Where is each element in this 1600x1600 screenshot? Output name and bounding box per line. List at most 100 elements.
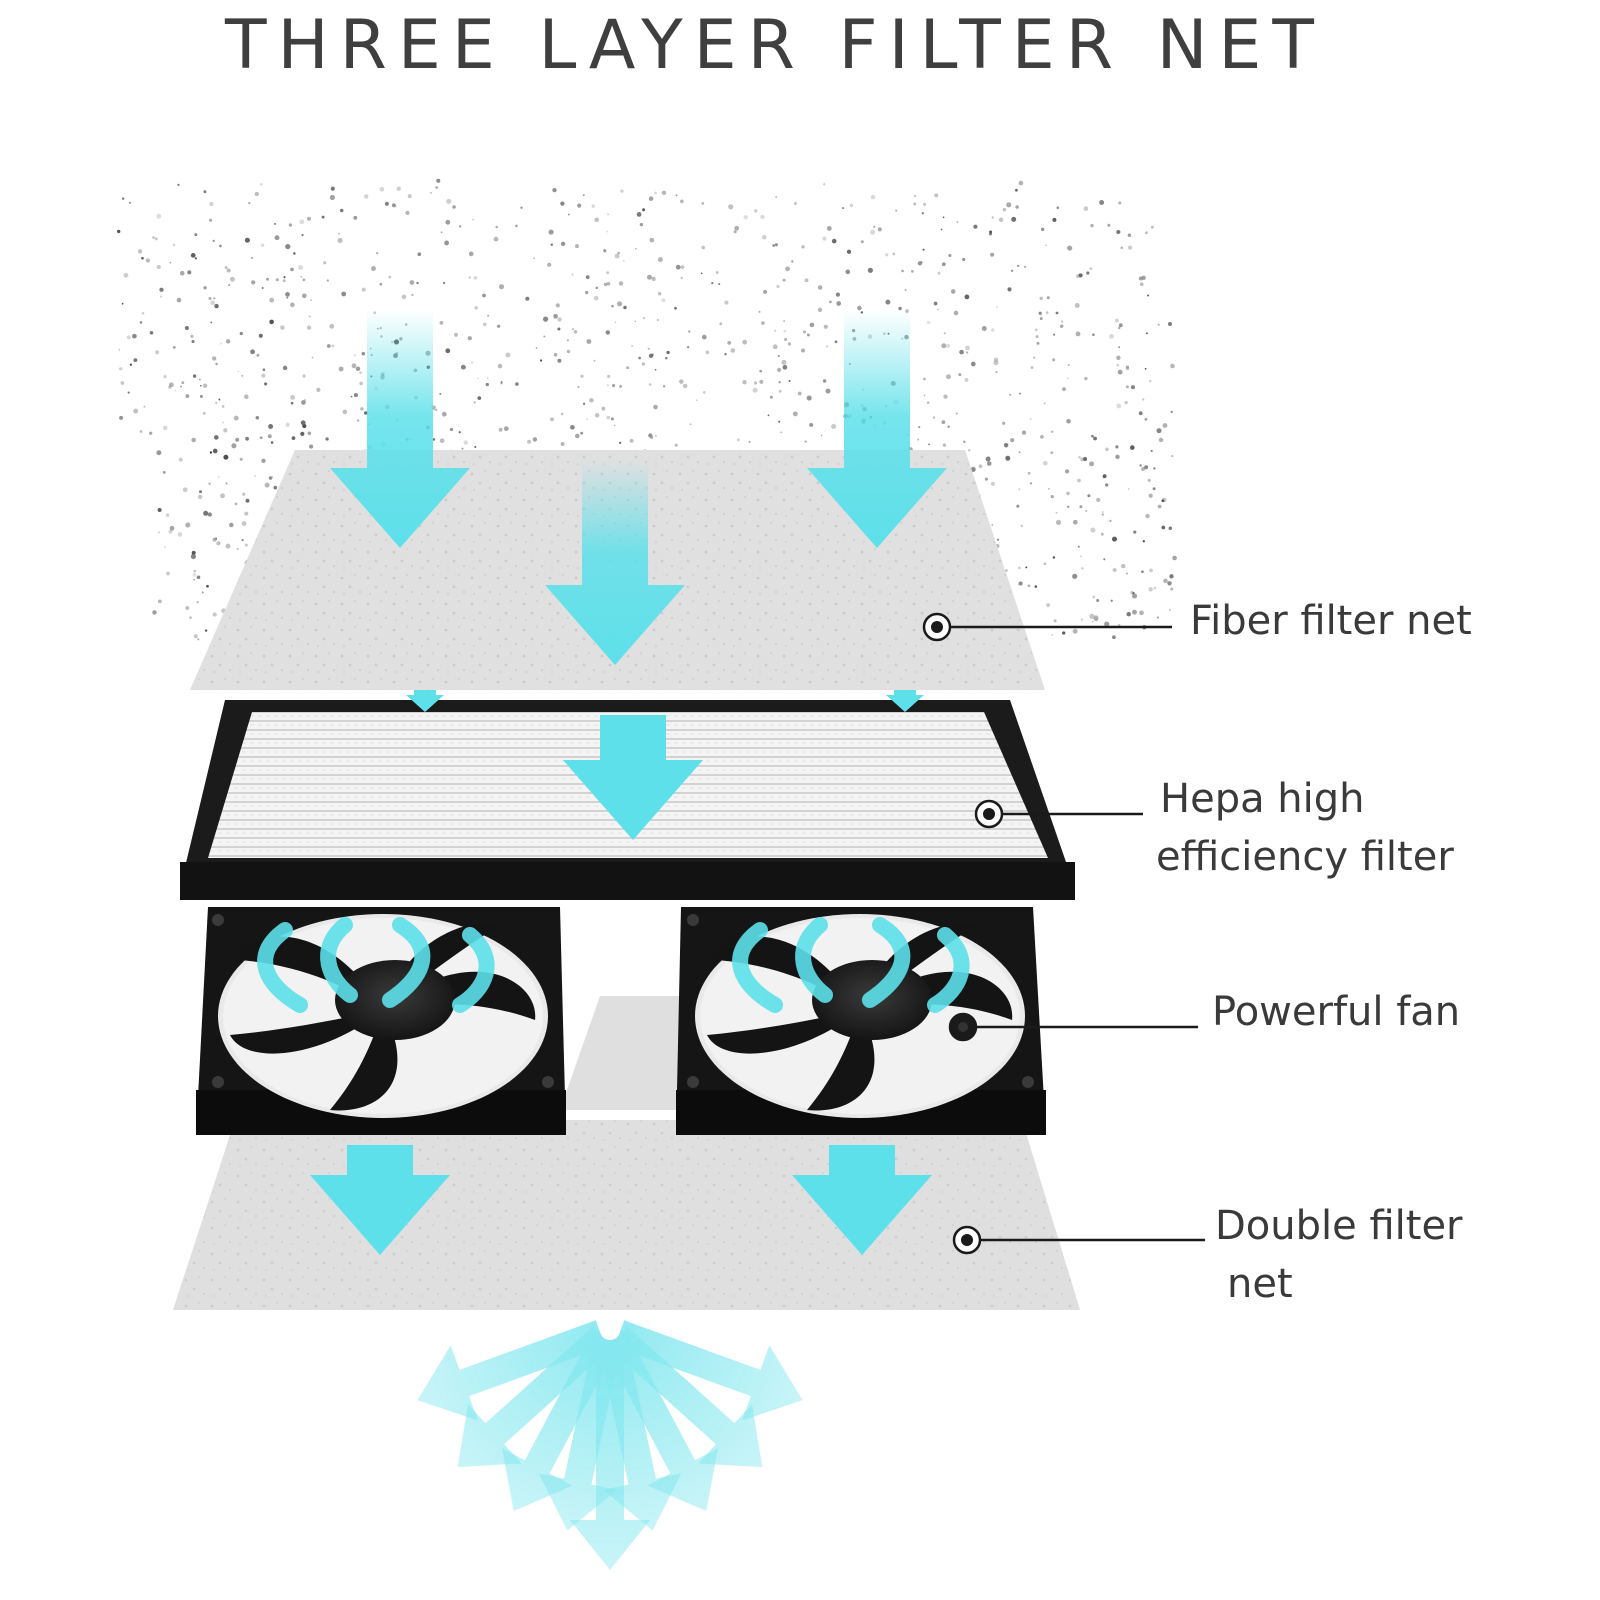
dust-particle [1118, 323, 1123, 328]
dust-particle [1172, 555, 1177, 561]
dust-particle [921, 212, 924, 215]
dust-particle [614, 253, 620, 259]
dust-particle [550, 417, 554, 422]
dust-particle [1081, 567, 1084, 570]
dust-particle [379, 186, 385, 192]
dust-particle [177, 532, 183, 537]
dust-particle [785, 266, 791, 272]
dust-particle [826, 345, 829, 348]
dust-particle [384, 201, 389, 206]
dust-particle [159, 295, 163, 298]
dust-particle [452, 205, 456, 209]
dust-particle [477, 396, 482, 400]
dust-particle [773, 329, 777, 333]
dust-particle [1027, 584, 1031, 588]
dust-particle [251, 280, 256, 285]
dust-particle [245, 498, 250, 503]
dust-particle [620, 189, 624, 193]
dust-particle [772, 344, 778, 350]
dust-particle [309, 444, 314, 449]
dust-particle [193, 569, 197, 573]
dust-particle [261, 373, 266, 378]
dust-particle [268, 424, 274, 429]
dust-particle [674, 443, 678, 447]
label-double-filter-net: Double filter net [1215, 1197, 1463, 1313]
dust-particle [311, 356, 314, 359]
dust-particle [217, 475, 220, 479]
dust-particle [321, 215, 325, 219]
dust-particle [1102, 511, 1104, 513]
dust-particle [582, 402, 586, 405]
dust-particle [121, 302, 124, 305]
dust-particle [1105, 447, 1109, 452]
dust-particle [728, 204, 734, 210]
dust-particle [351, 363, 357, 369]
dust-particle [920, 260, 923, 264]
dust-particle [1029, 418, 1032, 421]
label-powerful-fan: Powerful fan [1212, 983, 1460, 1041]
dust-particle [1052, 217, 1057, 222]
dust-particle [280, 325, 285, 330]
dust-particle [485, 382, 489, 387]
dust-particle [359, 381, 363, 386]
dust-particle [963, 440, 966, 443]
dust-particle [298, 265, 303, 270]
dust-particle [126, 335, 131, 340]
intake-airflow-arrows [310, 310, 947, 1255]
dust-particle [1093, 616, 1099, 622]
dust-particle [995, 370, 998, 374]
dust-particle [301, 234, 304, 237]
dust-particle [326, 279, 329, 282]
exhaust-arrow [570, 1340, 650, 1570]
dust-particle [196, 601, 199, 604]
dust-particle [203, 286, 207, 290]
dust-particle [515, 224, 518, 228]
dust-particle [787, 342, 792, 346]
dust-particle [1139, 464, 1142, 467]
dust-particle [595, 286, 599, 290]
dust-particle [341, 291, 347, 297]
dust-particle [560, 241, 566, 246]
dust-particle [353, 354, 356, 357]
dust-particle [163, 545, 166, 548]
dust-particle [155, 350, 160, 355]
dust-particle [1089, 461, 1095, 467]
dust-particle [209, 451, 213, 454]
dust-particle [1060, 324, 1064, 328]
dust-particle [986, 461, 992, 466]
dust-particle [1168, 526, 1173, 530]
dust-particle [571, 273, 574, 276]
dust-particle [1085, 510, 1088, 512]
dust-particle [953, 310, 959, 316]
dust-particle [955, 412, 958, 415]
dust-particle [1115, 445, 1119, 449]
dust-particle [724, 353, 727, 356]
dust-particle [122, 197, 125, 200]
dust-particle [593, 295, 599, 301]
dust-particle [258, 333, 263, 338]
dust-particle [477, 377, 479, 380]
dust-particle [145, 258, 150, 263]
dust-particle [1141, 467, 1146, 471]
dust-particle [1067, 364, 1070, 367]
arrow-down-icon [608, 1326, 763, 1468]
dust-particle [193, 578, 195, 581]
dust-particle [1091, 434, 1094, 438]
dust-particle [225, 482, 228, 485]
dust-particle [911, 270, 914, 273]
dust-particle [1072, 628, 1078, 634]
dust-particle [282, 279, 286, 283]
label-line: Powerful fan [1212, 989, 1461, 1035]
dust-particle [1078, 456, 1081, 459]
dust-particle [648, 196, 654, 201]
dust-particle [996, 538, 1000, 541]
dust-particle [557, 317, 562, 322]
dust-particle [701, 202, 705, 205]
dust-particle [606, 415, 611, 420]
dust-particle [547, 262, 552, 267]
dust-particle [441, 411, 447, 417]
dust-particle [1152, 487, 1156, 491]
dust-particle [573, 330, 578, 334]
dust-particle [1060, 320, 1064, 323]
